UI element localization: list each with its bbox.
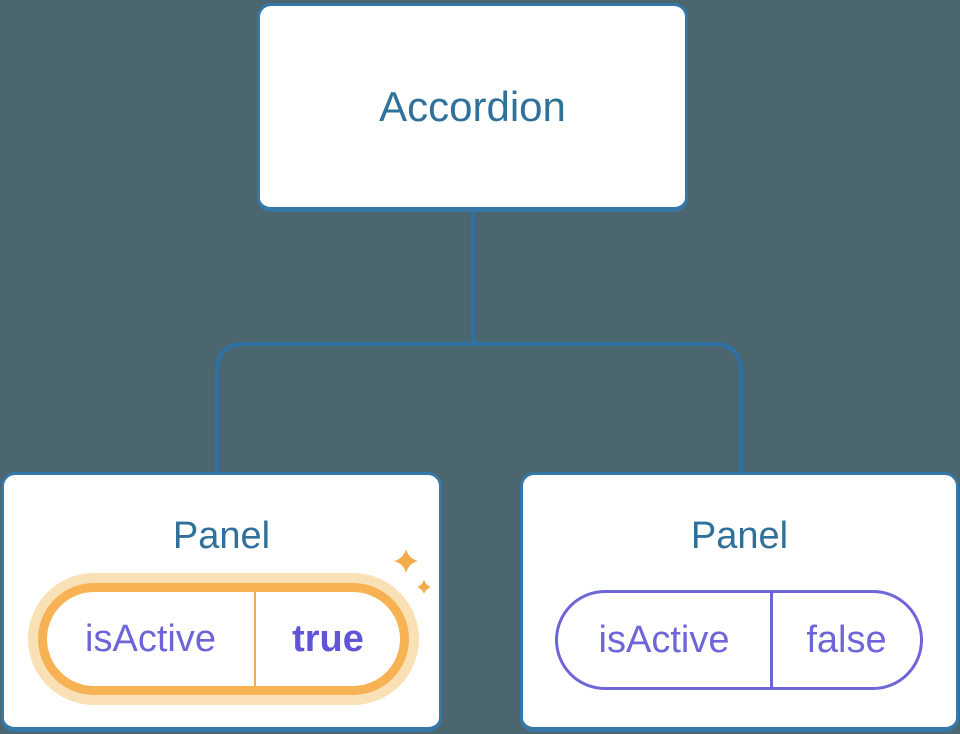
prop-pill-inactive: isActive false	[555, 590, 923, 690]
accordion-node: Accordion	[257, 3, 688, 212]
sparkle-large-icon	[394, 549, 418, 573]
sparkles-icon	[394, 549, 431, 594]
prop-value: false	[806, 618, 887, 661]
prop-pill-active: isActive true	[47, 592, 400, 686]
prop-pill-active-ring: isActive true	[38, 583, 409, 695]
prop-name: isActive	[598, 618, 730, 661]
prop-value: true	[292, 617, 364, 660]
prop-pill-active-glow: isActive true	[28, 573, 419, 705]
panel-node-inactive: Panel isActive false	[520, 472, 959, 732]
sparkle-small-icon	[417, 580, 431, 594]
prop-name: isActive	[85, 617, 216, 660]
panel-node-label: Panel	[172, 515, 271, 557]
panel-node-active: Panel isActive true	[1, 472, 442, 732]
pill-divider	[770, 593, 773, 687]
panel-node-label: Panel	[690, 515, 789, 557]
pill-divider	[254, 592, 256, 686]
accordion-node-label: Accordion	[379, 82, 566, 130]
connector-branch	[215, 342, 743, 472]
